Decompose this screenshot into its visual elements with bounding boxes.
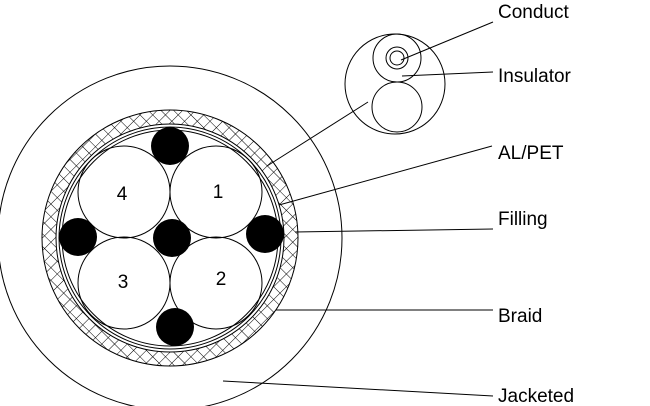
- braid-outer-circle: [41, 109, 299, 367]
- filler-center: [153, 219, 191, 257]
- filler-left: [59, 218, 97, 256]
- leader-line-insulator: [401, 71, 494, 77]
- leader-line-pair: [266, 101, 369, 167]
- pair-detail-outer-circle: [344, 33, 446, 135]
- braid-inner-circle: [55, 123, 285, 353]
- pair-detail-lower-insulated-wire: [371, 81, 423, 133]
- pair-detail-conductor-circle: [385, 46, 409, 70]
- pair-2-circle: [169, 236, 263, 330]
- pair-number-2: 2: [216, 269, 227, 290]
- filler-bottom: [156, 308, 194, 346]
- pair-number-1: 1: [213, 182, 224, 203]
- filler-top: [151, 127, 189, 165]
- pair-number-4: 4: [117, 184, 128, 205]
- pair-detail-upper-insulated-wire: [372, 33, 422, 83]
- label-braid: Braid: [498, 306, 542, 327]
- leader-line-filling: [294, 228, 494, 233]
- leader-line-al-pet: [278, 145, 493, 206]
- pair-detail-conductor-inner: [389, 50, 405, 66]
- label-conduct: Conduct: [498, 2, 569, 23]
- filler-right: [246, 215, 284, 253]
- pair-1-circle: [169, 145, 263, 239]
- label-filling: Filling: [498, 209, 548, 230]
- leader-line-jacketed: [222, 380, 494, 397]
- label-jacketed: Jacketed: [498, 386, 574, 406]
- label-al-pet: AL/PET: [498, 143, 564, 164]
- pair-number-3: 3: [118, 272, 129, 293]
- label-insulator: Insulator: [498, 66, 572, 87]
- leader-line-conduct: [400, 21, 494, 61]
- jacket-outer-circle: [0, 65, 343, 406]
